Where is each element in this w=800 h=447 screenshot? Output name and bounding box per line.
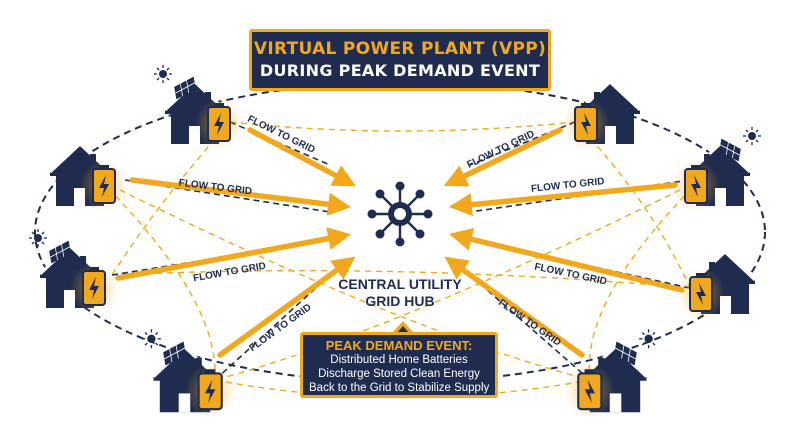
home-mid-right-upper [672,126,762,212]
flow-arrow [115,227,352,281]
home-mid-right-lower [677,249,757,320]
event-line: Distributed Home Batteries [330,354,468,366]
battery-icon [562,98,610,150]
sun-icon [742,126,762,146]
battery-icon [672,160,720,212]
sun-icon [141,328,162,349]
home-bottom-right [564,328,659,419]
homes-layer [28,64,762,419]
home-mid-left-lower [28,228,118,314]
sun-icon [638,328,659,349]
battery-icon [564,364,615,419]
flow-label: FLOW TO GRID [465,129,536,171]
home-mid-left-upper [48,141,128,212]
flow-arrows [115,127,685,358]
event-callout-pointer-inner [396,326,410,334]
hub-label-line1: CENTRAL UTILITY [338,276,462,292]
hub-label: CENTRAL UTILITY GRID HUB [318,276,482,310]
battery-icon [185,364,236,419]
network-hub-icon [367,181,433,247]
flow-arrow [217,256,356,358]
battery-icon [70,262,118,314]
flow-arrow [448,182,678,217]
sun-icon [28,228,48,248]
sun-icon [153,64,173,84]
home-bottom-left [141,328,236,419]
event-title: PEAK DEMAND EVENT: [325,338,473,353]
battery-icon [195,98,243,150]
battery-icon [677,268,725,320]
flow-arrow [444,256,585,358]
home-top-left [153,64,243,150]
event-line: Back to the Grid to Stabilize Supply [309,382,490,394]
battery-icon [80,160,128,212]
home-top-right [562,79,642,150]
peak-event-callout: PEAK DEMAND EVENT: Distributed Home Batt… [300,332,498,398]
flow-arrow [443,127,563,187]
flow-arrow [247,127,357,187]
flow-arrow [449,228,685,293]
title-line2: DURING PEAK DEMAND EVENT [259,61,541,80]
title-banner: VIRTUAL POWER PLANT (VPP) DURING PEAK DE… [249,29,551,91]
event-line: Discharge Stored Clean Energy [318,368,480,380]
flow-label: FLOW TO GRID [496,297,563,348]
flow-arrow [129,177,352,216]
hub-label-line2: GRID HUB [365,293,435,309]
title-line1: VIRTUAL POWER PLANT (VPP) [253,39,547,59]
